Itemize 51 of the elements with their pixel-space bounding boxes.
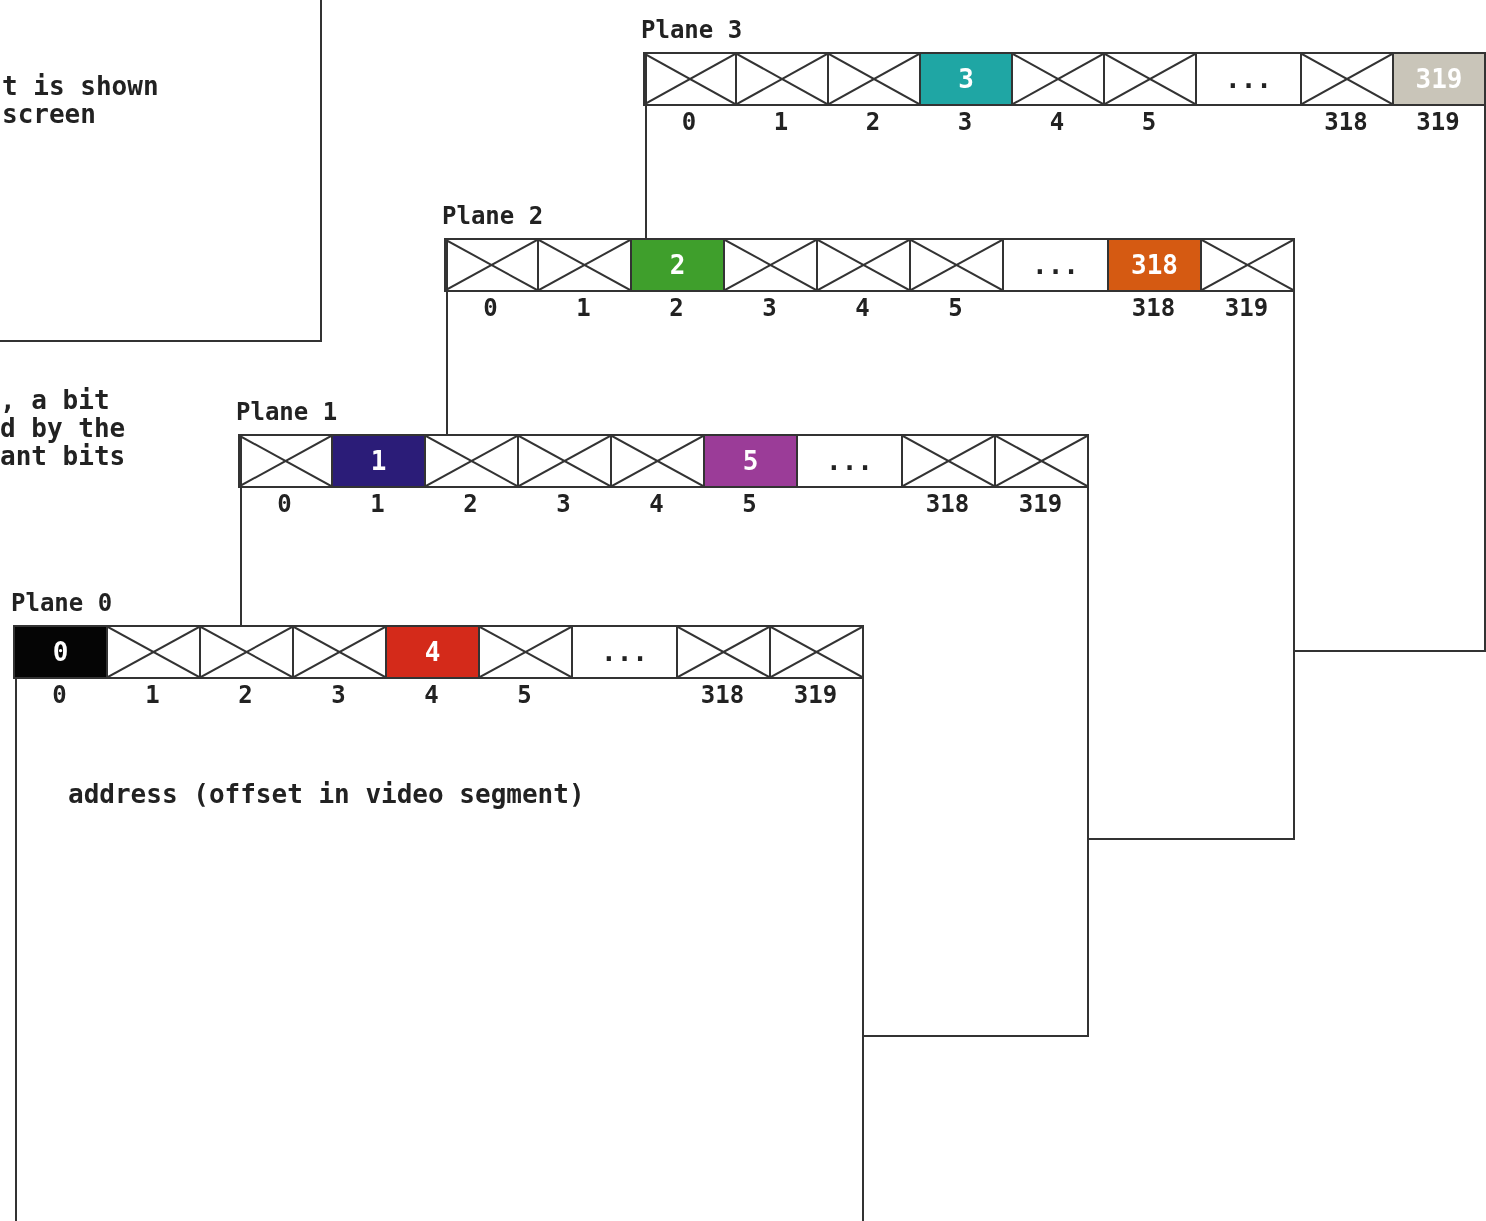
crossed-cell (769, 625, 864, 679)
column-index: 319 (1018, 490, 1063, 518)
plane-heading: Plane 2 (442, 202, 544, 230)
column-index: 0 (681, 108, 697, 136)
plane-heading: Plane 0 (11, 589, 113, 617)
text-panel (0, 0, 322, 342)
column-index: 3 (762, 294, 777, 322)
column-index: 2 (463, 490, 478, 518)
column-index: 319 (793, 681, 838, 709)
column-index: 318 (925, 490, 970, 518)
column-index: 0 (277, 490, 292, 518)
column-index: 4 (1049, 108, 1065, 136)
column-index: 0 (52, 681, 67, 709)
column-index: 4 (649, 490, 664, 518)
crossed-cell (994, 434, 1089, 488)
column-index: 5 (948, 294, 963, 322)
column-index: 318 (700, 681, 745, 709)
column-index: 5 (742, 490, 757, 518)
column-index: 318 (1131, 294, 1176, 322)
note-text: , a bit d by the ant bits (0, 386, 127, 470)
crossed-cell (816, 238, 911, 292)
column-index: 3 (556, 490, 571, 518)
bit-cell: 4 (385, 625, 480, 679)
plane-heading: Plane 3 (641, 16, 743, 44)
column-index: 4 (855, 294, 870, 322)
column-index: 5 (1141, 108, 1157, 136)
plane-heading: Plane 1 (236, 398, 338, 426)
crossed-cell (676, 625, 771, 679)
column-index: 2 (238, 681, 253, 709)
crossed-cell (723, 238, 818, 292)
crossed-cell (517, 434, 612, 488)
address-caption: address (offset in video segment) (68, 780, 585, 808)
bit-cell: 5 (703, 434, 798, 488)
column-index: 319 (1224, 294, 1269, 322)
column-index: 3 (331, 681, 346, 709)
bit-cell: 318 (1107, 238, 1202, 292)
crossed-cell (1200, 238, 1295, 292)
column-index: 1 (576, 294, 591, 322)
column-index: 2 (865, 108, 881, 136)
panel-text: t is shown screen (2, 72, 160, 128)
column-index: 1 (145, 681, 160, 709)
column-index: 5 (517, 681, 532, 709)
column-index: 2 (669, 294, 684, 322)
column-index: 0 (483, 294, 498, 322)
column-index: 4 (424, 681, 439, 709)
column-index: 3 (957, 108, 973, 136)
column-index: 319 (1416, 108, 1460, 136)
column-index: 318 (1324, 108, 1368, 136)
column-index: 1 (773, 108, 789, 136)
crossed-cell (901, 434, 996, 488)
column-index: 1 (370, 490, 385, 518)
